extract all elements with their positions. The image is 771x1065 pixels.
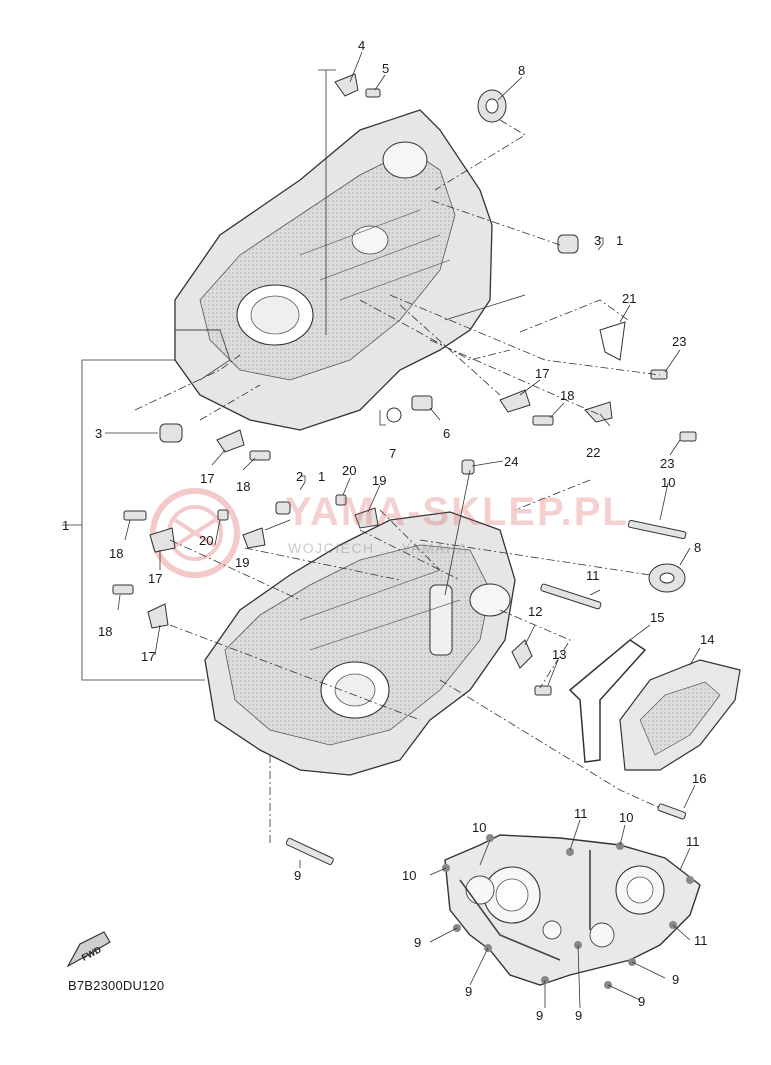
- watermark-logo: [150, 488, 240, 578]
- callout-17-d: 17: [141, 649, 155, 664]
- callout-8-top: 8: [518, 63, 525, 78]
- leader-lines: [62, 51, 701, 1009]
- callout-9-bv-c: 9: [536, 1008, 543, 1023]
- callout-9-bv-d: 9: [575, 1008, 582, 1023]
- callout-9-bv-a: 9: [414, 935, 421, 950]
- callout-2-ref-1: 1: [318, 469, 325, 484]
- fwd-arrow-icon: FWD: [66, 931, 111, 968]
- callout-17-c: 17: [148, 571, 162, 586]
- callout-19-a: 19: [372, 473, 386, 488]
- callout-9-bv-f: 9: [672, 972, 679, 987]
- callout-10-bv-c: 10: [402, 868, 416, 883]
- callout-8-right: 8: [694, 540, 701, 555]
- callout-9-bv-e: 9: [638, 994, 645, 1009]
- callout-11-bv-c: 11: [694, 933, 708, 948]
- callout-23-b: 23: [660, 456, 674, 471]
- callout-3-right: 3: [594, 233, 601, 248]
- callout-18-d: 18: [98, 624, 112, 639]
- callout-18-b: 18: [236, 479, 250, 494]
- callout-10-bv-a: 10: [472, 820, 486, 835]
- callout-19-b: 19: [235, 555, 249, 570]
- callout-16: 16: [692, 771, 706, 786]
- callout-10-bv-b: 10: [619, 810, 633, 825]
- callout-17-a: 17: [535, 366, 549, 381]
- callout-15: 15: [650, 610, 664, 625]
- callout-18-a: 18: [560, 388, 574, 403]
- cover-gasket: [568, 639, 647, 763]
- callout-labels: 1 2 1 3 1 3 4 5 6 7 8 8 9 9 9 9 9 9 9 10…: [62, 38, 714, 1023]
- callout-23-a: 23: [672, 334, 686, 349]
- callout-11-bv-a: 11: [574, 806, 588, 821]
- callout-11-bolt: 11: [586, 568, 600, 583]
- callout-17-b: 17: [200, 471, 214, 486]
- callout-2: 2: [296, 469, 303, 484]
- callout-4: 4: [358, 38, 365, 53]
- callout-13: 13: [552, 647, 566, 662]
- upper-crankcase: [174, 109, 493, 431]
- callout-3-ref-1: 1: [616, 233, 623, 248]
- callout-20-a: 20: [342, 463, 356, 478]
- callout-22: 22: [586, 445, 600, 460]
- callout-5: 5: [382, 61, 389, 76]
- callout-20-b: 20: [199, 533, 213, 548]
- callout-10-bolt: 10: [661, 475, 675, 490]
- callout-14: 14: [700, 632, 714, 647]
- crankcase-bottom-view: [442, 834, 701, 989]
- callout-1: 1: [62, 518, 69, 533]
- callout-21: 21: [622, 291, 636, 306]
- callout-3-left: 3: [95, 426, 102, 441]
- callout-12: 12: [528, 604, 542, 619]
- callout-6: 6: [443, 426, 450, 441]
- small-parts: [112, 73, 697, 866]
- callout-9-bv-b: 9: [465, 984, 472, 999]
- side-cover: [619, 659, 741, 771]
- callout-11-bv-b: 11: [686, 834, 700, 849]
- callout-18-c: 18: [109, 546, 123, 561]
- lower-crankcase: [204, 511, 516, 776]
- callout-24: 24: [504, 454, 518, 469]
- callout-9-bolt: 9: [294, 868, 301, 883]
- diagram-code: B7B2300DU120: [68, 978, 165, 993]
- callout-7: 7: [389, 446, 396, 461]
